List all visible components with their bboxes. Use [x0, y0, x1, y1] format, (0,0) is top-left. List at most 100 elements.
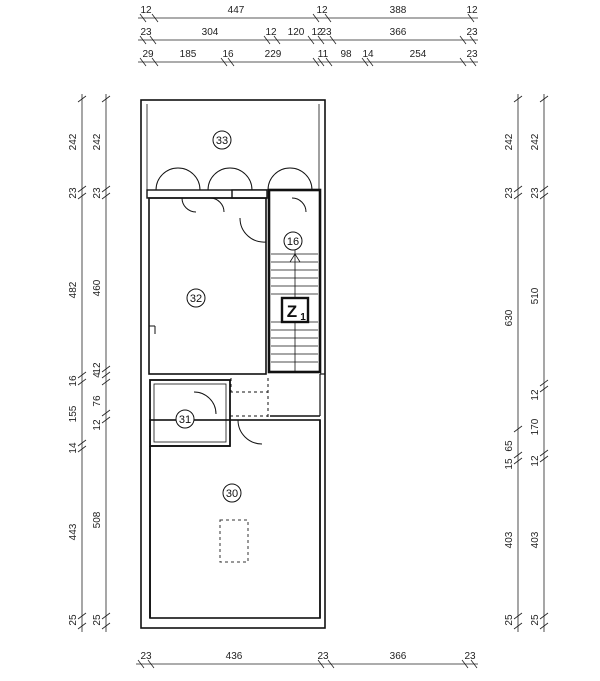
staircase [271, 248, 318, 372]
zone-marker: Z 1 [280, 296, 310, 324]
dim-left-inner-7: 508 [92, 511, 103, 528]
dim-left-outer-1: 23 [68, 187, 79, 199]
zone-box [280, 296, 310, 324]
dim-left-outer-6: 443 [68, 523, 79, 540]
room-labels: 33 32 16 31 30 [175, 130, 303, 503]
dim-top-r2-0: 23 [140, 27, 152, 38]
room-16-label: 16 [287, 236, 299, 248]
door-arc-room32-stair [239, 217, 267, 243]
dim-top-r2-1: 304 [202, 27, 219, 38]
dim-right-inner-6: 25 [504, 614, 515, 626]
door-arc-room30 [237, 419, 263, 445]
left-dimension-chains [77, 94, 111, 632]
dim-top-r3-1: 185 [180, 49, 197, 60]
dim-left-inner-1: 23 [92, 187, 103, 199]
dim-left-inner-5: 76 [92, 395, 103, 407]
door-arc-room32-right [209, 197, 225, 213]
dim-left-outer-7: 25 [68, 614, 79, 626]
dim-top-r2-3: 120 [288, 27, 305, 38]
dim-right-outer-1: 23 [530, 187, 541, 199]
room-33-circle [212, 130, 232, 150]
dim-right-inner-5: 403 [504, 531, 515, 548]
dim-left-inner-8: 25 [92, 614, 103, 626]
door-arc-room32-left [181, 197, 197, 213]
dim-left-inner-2: 460 [92, 279, 103, 296]
dim-right-outer-6: 403 [530, 531, 541, 548]
room-30-walls [149, 419, 321, 619]
dim-right-inner-4: 15 [504, 458, 515, 470]
room-31-circle [175, 409, 195, 429]
dim-bottom-3: 366 [390, 651, 407, 662]
terrace-door-arc-1 [155, 167, 201, 191]
room-32-label: 32 [190, 293, 202, 305]
dim-top-r1-4: 12 [466, 5, 478, 16]
door-swings [155, 167, 313, 445]
dim-top-r2-4: 12 [311, 27, 323, 38]
dim-top-r2-2: 12 [265, 27, 277, 38]
dim-left-outer-5: 14 [68, 442, 79, 454]
dim-left-inner-3: 4 [92, 372, 103, 378]
stair-enclosure [267, 188, 322, 374]
dim-right-inner-0: 242 [504, 133, 515, 150]
dim-left-inner-4: 12 [92, 362, 103, 374]
room-32-walls [148, 197, 267, 375]
dim-left-outer-2: 482 [68, 281, 79, 298]
dim-right-inner-1: 23 [504, 187, 515, 199]
outer-wall [140, 99, 326, 629]
dim-right-outer-3: 12 [530, 389, 541, 401]
building-walls [140, 99, 326, 629]
dim-bottom-0: 23 [140, 651, 152, 662]
bottom-dimension-chain [136, 659, 478, 669]
dim-top-r1-2: 12 [316, 5, 328, 16]
room-33-label: 33 [216, 135, 228, 147]
stair-direction-arrow [289, 253, 301, 263]
room-30-circle [222, 483, 242, 503]
room-30-label: 30 [226, 488, 238, 500]
dim-left-outer-4: 155 [68, 405, 79, 422]
dim-top-r1-3: 388 [390, 5, 407, 16]
dim-right-inner-2: 630 [504, 309, 515, 326]
skylight-outline [219, 519, 249, 563]
room-16-circle [283, 231, 303, 251]
dim-right-outer-2: 510 [530, 287, 541, 304]
zone-label-sub: 1 [300, 312, 306, 323]
right-dimension-chains [513, 94, 549, 632]
dim-top-r3-7: 254 [410, 49, 427, 60]
bottom-dimension-labels: 23 436 23 366 23 [140, 651, 476, 662]
dim-top-r3-8: 23 [466, 49, 478, 60]
dim-top-r1-0: 12 [140, 5, 152, 16]
door-arc-stair-top [291, 197, 307, 213]
dim-bottom-1: 436 [226, 651, 243, 662]
dim-top-r3-3: 229 [265, 49, 282, 60]
dim-left-outer-3: 16 [68, 375, 79, 387]
top-dimension-chains [138, 13, 478, 67]
dim-top-r2-5: 23 [320, 27, 332, 38]
left-dimension-labels: 242 23 482 16 155 14 443 25 242 23 460 4… [68, 133, 103, 625]
dim-left-inner-6: 12 [92, 419, 103, 431]
dim-top-r2-7: 23 [466, 27, 478, 38]
dim-right-inner-3: 65 [504, 440, 515, 452]
dim-left-inner-0: 242 [92, 133, 103, 150]
dim-top-r3-0: 29 [142, 49, 154, 60]
terrace-door-arc-3 [267, 167, 313, 191]
dim-right-outer-5: 12 [530, 455, 541, 467]
wall-band-mid [231, 189, 268, 199]
dim-top-r2-6: 366 [390, 27, 407, 38]
dim-top-r3-6: 14 [362, 49, 374, 60]
dim-top-r3-5: 98 [340, 49, 352, 60]
dim-right-outer-0: 242 [530, 133, 541, 150]
dim-right-outer-7: 25 [530, 614, 541, 626]
dim-top-r3-2: 16 [222, 49, 234, 60]
room-31-label: 31 [179, 414, 191, 426]
dim-top-r3-4: 11 [318, 49, 329, 60]
top-dimension-labels: 12 447 12 388 12 23 304 12 120 12 23 366… [140, 5, 478, 60]
dim-bottom-4: 23 [464, 651, 476, 662]
door-arc-room31 [193, 391, 217, 415]
right-dimension-labels: 242 23 630 65 15 403 25 242 23 510 12 17… [504, 133, 541, 625]
room-32-circle [186, 288, 206, 308]
dim-right-outer-4: 170 [530, 418, 541, 435]
dim-bottom-2: 23 [317, 651, 329, 662]
dim-left-outer-0: 242 [68, 133, 79, 150]
terrace-door-arc-2 [207, 167, 253, 191]
